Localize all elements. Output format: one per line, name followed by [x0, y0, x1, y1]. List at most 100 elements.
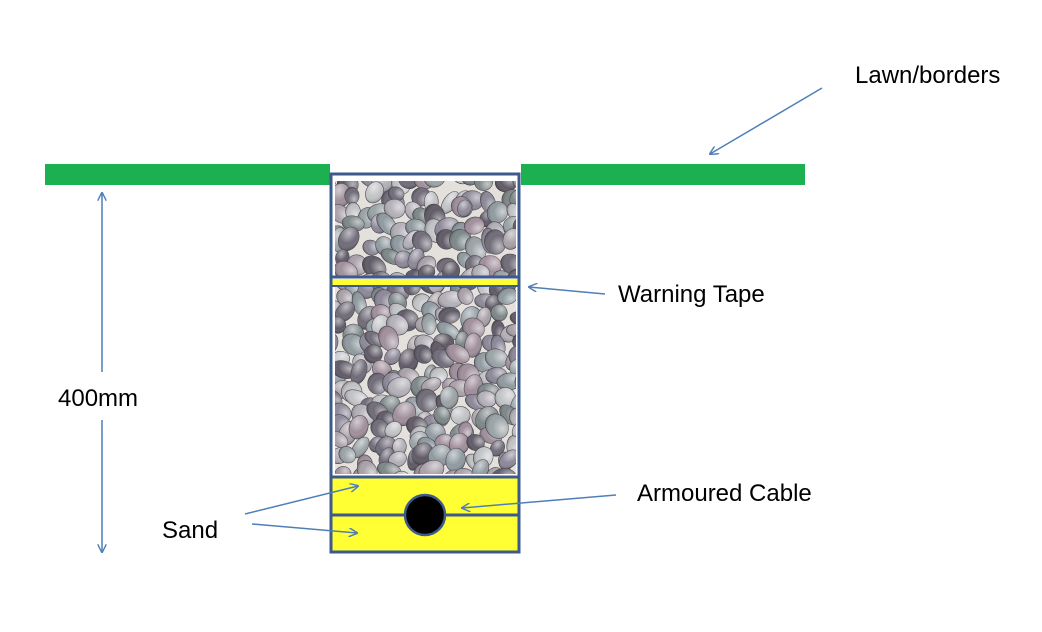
pebble-shading — [510, 311, 516, 326]
pebble-shading — [344, 187, 360, 205]
lawn-right — [521, 164, 805, 185]
pebble-shading — [335, 316, 346, 334]
pebble-shading — [398, 181, 419, 189]
pebble-shading — [462, 317, 485, 339]
pebble-shading — [497, 287, 516, 305]
pebble-shading — [450, 406, 471, 425]
pebble-shading — [338, 227, 360, 251]
pebble-shading — [506, 323, 516, 337]
sand-label: Sand — [162, 517, 219, 544]
pebble-shading — [476, 390, 497, 408]
pebble-shading — [392, 438, 407, 456]
pebble-shading — [438, 307, 460, 324]
pebble-shading — [367, 373, 388, 395]
pebble — [335, 333, 339, 355]
pebble-shading — [416, 388, 438, 412]
lawn-label: Lawn/borders — [855, 62, 1001, 89]
pebble-shading — [466, 434, 485, 451]
pebble-shading — [413, 344, 433, 364]
pebble-shading — [357, 460, 378, 474]
pebble-shading — [500, 254, 516, 276]
pebble-shading — [441, 191, 459, 214]
pebble-shading — [365, 181, 384, 204]
pebble-shading — [464, 333, 482, 358]
pebble-shading — [487, 201, 508, 224]
pebble-shading — [445, 448, 466, 472]
depth-label: 400mm — [58, 385, 139, 412]
pebble-shading — [378, 326, 399, 351]
pebble-shading — [433, 406, 451, 425]
pebble-shading — [514, 371, 516, 393]
pebble-shading — [507, 269, 516, 277]
pebble-shading — [370, 419, 389, 438]
pebble — [359, 273, 382, 277]
sand-arrow-upper — [244, 486, 358, 515]
pebble-shading — [384, 421, 402, 438]
armoured-cable-label: Armoured Cable — [637, 480, 812, 507]
pebble — [514, 371, 516, 393]
sand-arrow-lower — [251, 523, 357, 533]
pebble-shading — [484, 229, 506, 255]
pebble-shading — [349, 415, 369, 440]
pebble-shading — [465, 236, 487, 261]
gravel-pebbles-icon — [335, 286, 516, 474]
pebble-shading — [474, 181, 493, 191]
pebble-shading — [387, 377, 412, 398]
pebble-shading — [485, 413, 509, 439]
pebble-shading — [494, 387, 516, 409]
pebble-shading — [513, 246, 540, 271]
warning-tape-arrow — [529, 287, 606, 295]
pebble — [392, 470, 411, 474]
pebble-shading — [490, 304, 508, 322]
pebble-shading — [499, 449, 516, 469]
pebble-shading — [338, 446, 356, 464]
pebble-shading — [335, 431, 348, 448]
pebble-shading — [509, 359, 516, 377]
pebble-shading — [457, 199, 472, 217]
pebble-shading — [506, 203, 516, 221]
pebble-shading — [335, 360, 357, 379]
cable-arrow — [462, 494, 617, 508]
trench-outline — [329, 172, 521, 554]
pebble-shading — [471, 459, 489, 474]
pebble-shading — [364, 344, 383, 364]
pebble-shading — [350, 359, 368, 385]
pebble-shading — [502, 228, 516, 250]
pebble-shading — [377, 462, 401, 474]
pebble-shading — [388, 186, 405, 201]
pebble-shading — [457, 287, 474, 305]
pebble-shading — [485, 348, 508, 368]
pebble-shading — [427, 286, 446, 294]
pebble — [513, 246, 540, 271]
pebble-shading — [424, 181, 446, 188]
pebble-shading — [336, 288, 353, 306]
pebble-shading — [490, 440, 505, 457]
pebble-shading — [509, 408, 516, 427]
pebble-shading — [421, 313, 437, 335]
pebble-shading — [491, 468, 516, 474]
warning-tape — [331, 279, 519, 285]
pebble-shading — [384, 199, 406, 219]
pebble-shading — [384, 348, 401, 365]
pebble-shading — [335, 183, 351, 208]
pebble-shading — [342, 333, 366, 356]
pebble-shading — [440, 386, 459, 409]
pebble-shading — [335, 389, 343, 408]
cable-cross-section-icon — [403, 493, 447, 537]
pebble-shading — [335, 466, 352, 474]
pebble-shading — [398, 348, 419, 374]
pebble-shading — [453, 468, 476, 474]
pebble — [461, 181, 481, 186]
lawn-left — [45, 164, 330, 185]
pebble-shading — [495, 181, 516, 193]
pebble-shading — [411, 442, 434, 465]
pebble-shading — [445, 344, 470, 364]
pebble-shading — [471, 264, 490, 277]
pebble-shading — [335, 301, 355, 322]
warning-tape-label: Warning Tape — [618, 281, 765, 308]
pebble-shading — [351, 437, 370, 458]
lawn-arrow — [710, 87, 823, 154]
pebble-shading — [464, 216, 485, 235]
